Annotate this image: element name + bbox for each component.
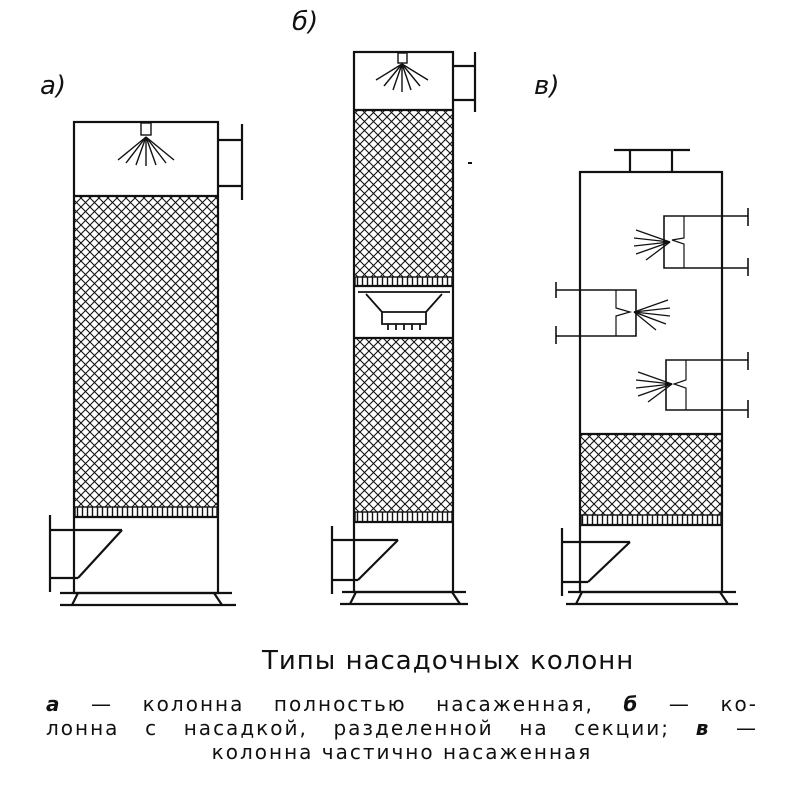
caption-line-1: а — колонна полностью насаженная, б — ко… <box>46 692 758 716</box>
caption-text-c1: — <box>710 716 758 740</box>
column-a-base <box>60 591 236 607</box>
column-a-gas-inlet <box>48 515 123 592</box>
packed-columns-figure: а) <box>40 7 749 607</box>
column-a-support-grid <box>74 506 218 518</box>
column-b: б) <box>292 7 477 606</box>
column-c-gas-outlet <box>614 148 690 172</box>
column-a: а) <box>40 71 244 607</box>
column-a-packing <box>75 197 217 507</box>
column-b-support-grid-lower <box>354 511 453 523</box>
caption-text-a: — колонна полностью насаженная, <box>61 692 624 716</box>
caption-key-a: а <box>46 692 62 716</box>
column-c-support-grid <box>580 514 722 526</box>
caption-text-b2: лонна с насадкой, разделенной на секции; <box>46 716 696 740</box>
column-c-gas-inlet <box>560 528 631 596</box>
label-a: а) <box>40 71 66 101</box>
label-c: в) <box>534 71 559 101</box>
column-b-sprayer-icon <box>375 52 429 92</box>
caption-key-b: б <box>623 692 640 716</box>
column-c-base <box>566 590 738 606</box>
column-b-support-grid-upper <box>354 276 453 287</box>
column-b-gas-outlet <box>453 52 477 112</box>
column-a-sprayer-icon <box>117 122 175 166</box>
column-c: в) <box>534 71 749 606</box>
column-c-sprayer-3-icon <box>635 352 749 418</box>
caption-line-2: лонна с насадкой, разделенной на секции;… <box>46 716 758 740</box>
figure-title: Типы насадочных колонн <box>262 646 635 676</box>
column-c-packing <box>581 435 721 515</box>
column-b-redistributor <box>358 291 450 330</box>
column-b-gas-inlet <box>330 526 399 594</box>
caption-text-c2: колонна частично насаженная <box>211 740 593 764</box>
column-b-packing-lower <box>355 339 452 512</box>
column-b-base <box>340 590 468 606</box>
figure-caption: а — колонна полностью насаженная, б — ко… <box>46 692 758 764</box>
caption-text-b1: — ко- <box>639 692 758 716</box>
caption-line-3: колонна частично насаженная <box>46 740 758 764</box>
caption-key-c: в <box>695 716 711 740</box>
column-b-packing-upper <box>355 111 452 277</box>
label-b: б) <box>292 7 318 37</box>
column-c-sprayer-1-icon <box>633 208 749 276</box>
column-c-sprayer-2-icon <box>555 282 671 344</box>
column-a-gas-outlet <box>218 124 244 200</box>
